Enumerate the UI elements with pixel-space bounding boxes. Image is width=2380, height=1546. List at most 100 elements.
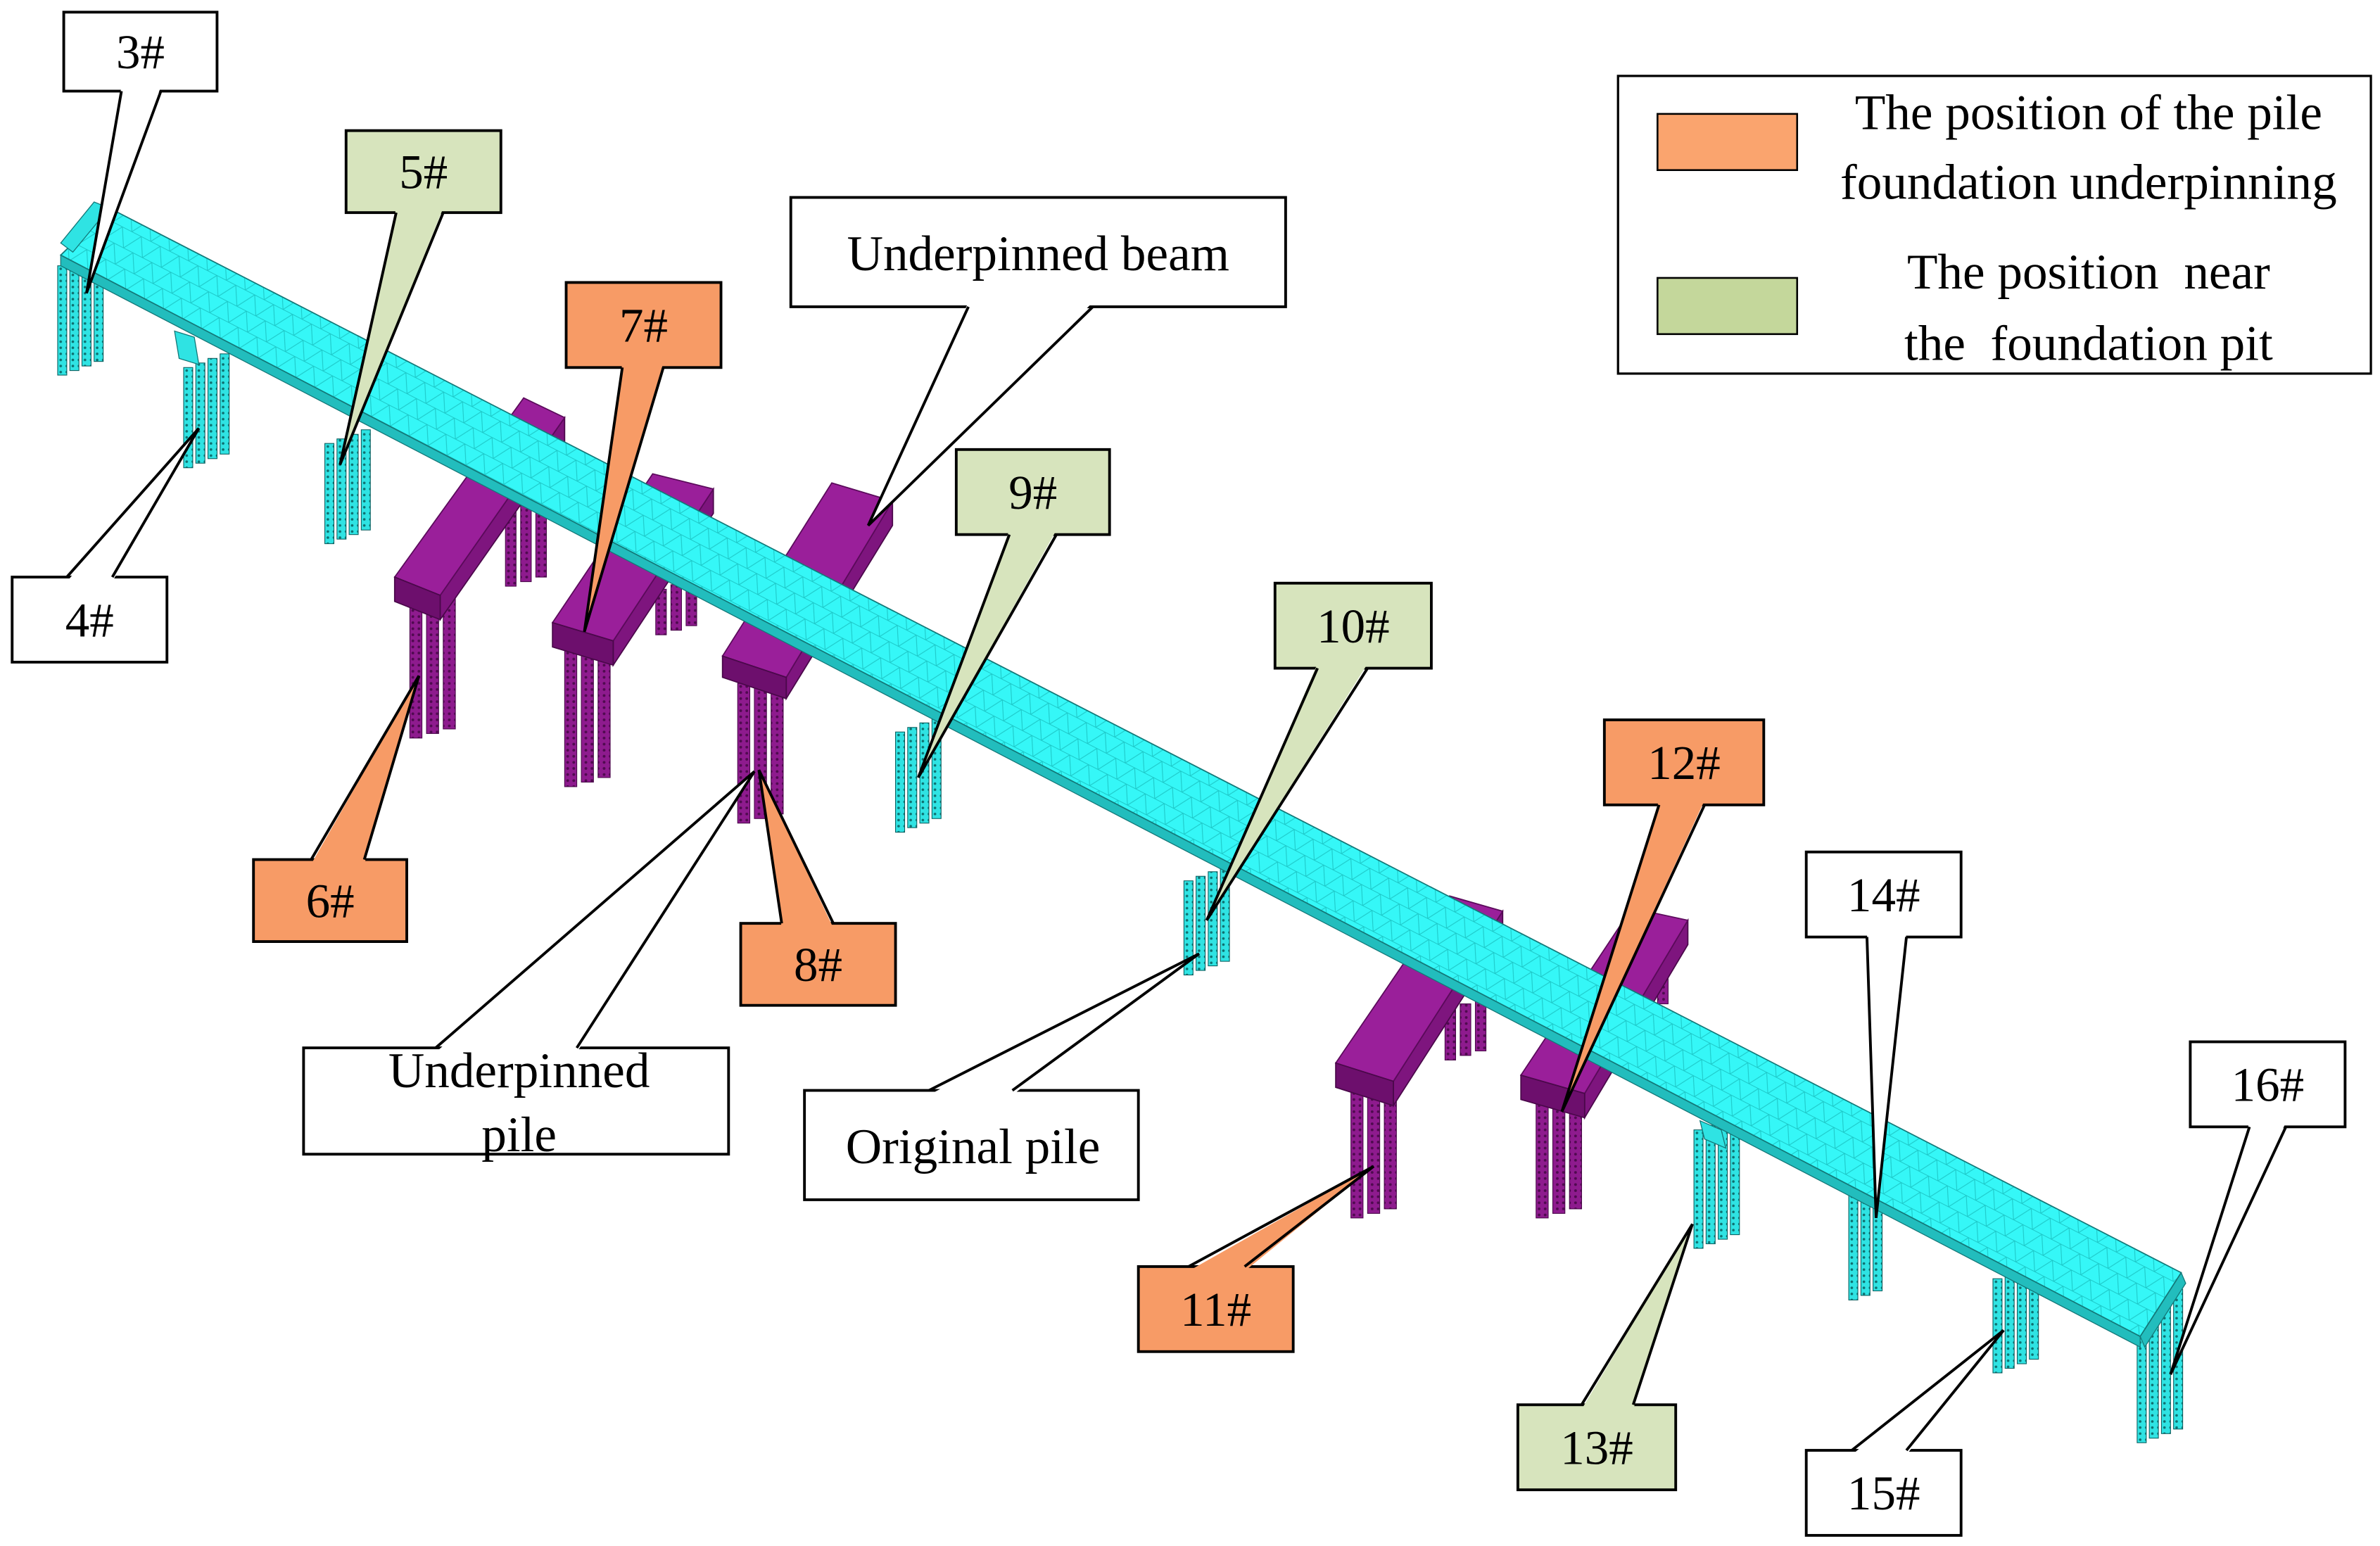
underpinned-pile-label-line2: pile: [481, 1108, 557, 1162]
underpinned-pile-pointer: [434, 770, 756, 1053]
main-beam-pile-cap: [174, 330, 200, 365]
callout-3-label: 3#: [116, 25, 165, 79]
callout-11-box: [1137, 1265, 1295, 1353]
original-pile-group-13: [1693, 1115, 1740, 1249]
original-pile-box: [803, 1089, 1140, 1201]
legend-underpinning-line2: foundation underpinning: [1840, 156, 2337, 210]
callout-6-label: 6#: [306, 874, 355, 928]
original-pile: [1183, 880, 1194, 976]
original-pile: [324, 443, 335, 545]
callout-4-box: [11, 576, 169, 664]
callout-13: 13#: [1516, 1223, 1694, 1492]
callout-15-pointer: [1851, 1329, 2005, 1455]
crossbeam-end-face: [393, 576, 441, 621]
callout-9-box: [954, 448, 1111, 536]
original-pile: [1693, 1129, 1704, 1249]
callout-4: 4#: [11, 427, 201, 664]
crossbeam-end-face: [1335, 1062, 1394, 1107]
crossbeam-end-face: [1520, 1074, 1585, 1119]
underpinned-pile-label-line1: Underpinned: [388, 1044, 650, 1098]
callout-9-pointer-outline: [917, 533, 1058, 778]
crossbeam-end-face: [721, 655, 787, 699]
callout-15-label: 15#: [1847, 1466, 1920, 1520]
callout-5-pointer: [338, 208, 445, 466]
underpinned-pile: [581, 645, 594, 782]
callout-10-box: [1273, 581, 1433, 670]
callout-16-pointer-outline: [2169, 1126, 2288, 1375]
underpinned-pile-pointer-outline: [434, 770, 756, 1049]
original-pile: [907, 727, 918, 828]
legend-swatch-near-pit: [1657, 277, 1799, 336]
underpinned-pile: [670, 584, 682, 631]
callout-14-box: [1804, 850, 1963, 939]
callout-12: 12#: [1560, 718, 1766, 1113]
original-pile: [348, 433, 359, 536]
original-pile: [1196, 875, 1206, 971]
callout-13-pointer: [1580, 1223, 1694, 1409]
callout-15: 15#: [1804, 1329, 2005, 1537]
underpinned-beam-box: [789, 196, 1287, 308]
main-beam: [59, 201, 2186, 1348]
legend-near-pit-line1: The position near: [1907, 245, 2270, 300]
original-pile: [895, 731, 906, 833]
callout-11-pointer-outline: [1187, 1165, 1375, 1268]
underpinned-pile-box: [302, 1046, 730, 1156]
original-pile-group-4: [183, 353, 230, 469]
callout-4-label: 4#: [65, 593, 114, 647]
underpinned-pile: [1536, 1096, 1549, 1219]
underpinned-pile: [737, 683, 751, 824]
callout-16: 16#: [2169, 1040, 2347, 1375]
callout-7-pointer: [583, 362, 665, 633]
callout-16-label: 16#: [2232, 1058, 2305, 1112]
callout-3-box: [62, 11, 219, 93]
callout-13-label: 13#: [1560, 1420, 1633, 1474]
original-pile: [57, 265, 68, 376]
callout-8-label: 8#: [794, 937, 842, 991]
callout-13-pointer-outline: [1580, 1223, 1694, 1406]
original-pile-group-9: [895, 718, 942, 833]
callout-6-pointer: [310, 675, 421, 864]
callout-9-label: 9#: [1008, 465, 1057, 519]
original-pile: [360, 429, 371, 531]
callout-4-pointer-outline: [65, 427, 201, 578]
callout-6-box: [252, 858, 408, 943]
underpinned-pile-group-12: [1536, 1086, 1583, 1219]
underpinned-beam-pointer: [866, 302, 1094, 527]
callout-12-pointer: [1560, 800, 1706, 1113]
underpinned-pile-group-back-b: [655, 579, 697, 635]
callout-8-pointer: [757, 769, 835, 928]
original-pile: [207, 357, 217, 460]
underpinned-beam-pointer-outline: [866, 305, 1094, 527]
underpinned-pile: [1460, 1003, 1471, 1056]
callout-10-pointer-outline: [1205, 667, 1369, 921]
callout-15-pointer-outline: [1851, 1329, 2005, 1452]
original-pile: [220, 353, 230, 455]
callout-14: 14#: [1804, 850, 1963, 1219]
callout-14-pointer-outline: [1866, 937, 1908, 1219]
callout-3-pointer-outline: [85, 90, 163, 294]
callout-11: 11#: [1137, 1165, 1375, 1353]
main-beam-pile-cap: [1699, 1120, 1727, 1149]
underpinned-piles-front: [409, 592, 1583, 1219]
original-pile-group-5: [324, 429, 371, 545]
callout-9: 9#: [917, 448, 1111, 778]
callout-7-pointer-outline: [583, 367, 665, 633]
callout-10-label: 10#: [1317, 599, 1390, 653]
original-pile-groups: [57, 251, 2184, 1443]
original-pile: [195, 362, 205, 464]
callout-11-label: 11#: [1180, 1282, 1251, 1336]
callout-3: 3#: [62, 11, 219, 294]
annotation-original-pile: Original pile: [803, 952, 1201, 1201]
callout-7-label: 7#: [619, 298, 668, 353]
annotation-underpinned-beam: Underpinned beam: [789, 196, 1287, 527]
original-pile-pointer-outline: [928, 952, 1201, 1092]
callout-5: 5#: [338, 129, 502, 466]
underpinned-pile: [409, 601, 423, 739]
underpinned-pile-group-8: [737, 673, 784, 824]
callout-7: 7#: [564, 281, 723, 633]
legend: The position of the pile foundation unde…: [1616, 75, 2372, 375]
callout-14-label: 14#: [1847, 868, 1920, 922]
original-pile: [2004, 1274, 2015, 1369]
legend-underpinning-line1: The position of the pile: [1855, 85, 2322, 140]
